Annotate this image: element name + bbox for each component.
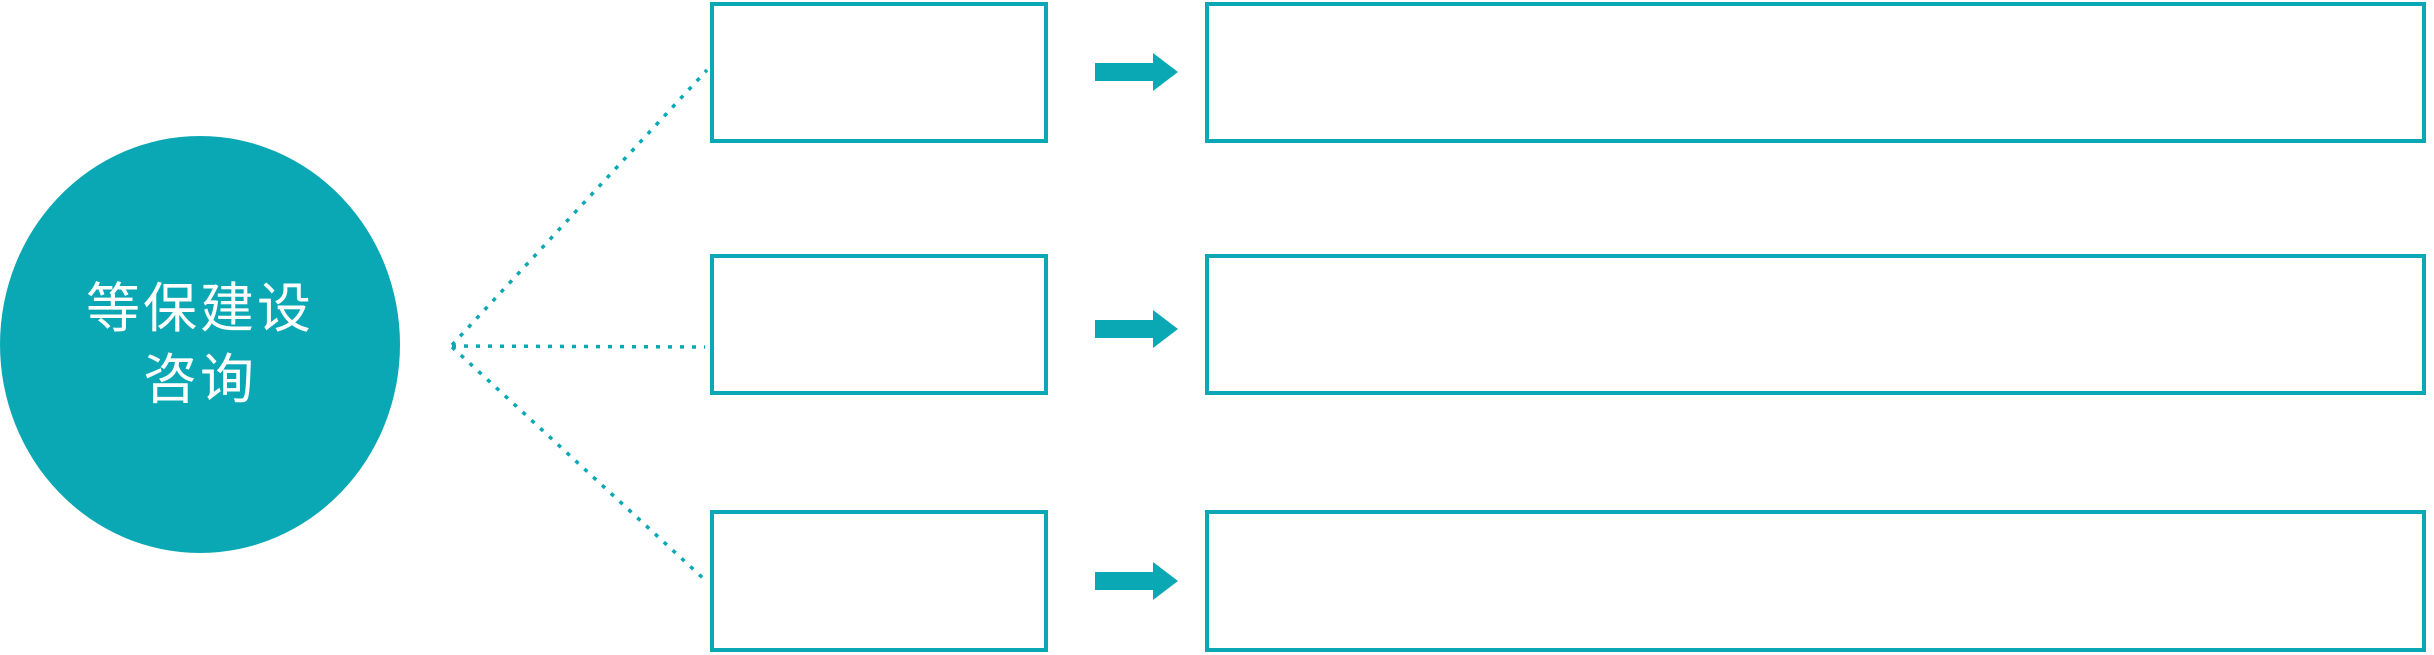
dotted-connector-bottom xyxy=(450,345,707,582)
arrow-right-icon xyxy=(1095,310,1178,348)
arrow-right-icon xyxy=(1095,53,1178,91)
large-box-2 xyxy=(1205,254,2426,395)
large-box-3 xyxy=(1205,510,2426,652)
dotted-connector-top xyxy=(450,68,709,347)
dotted-connector-middle xyxy=(451,344,706,349)
root-node-label-line1: 等保建设 xyxy=(86,279,314,340)
small-box-1 xyxy=(710,2,1048,143)
root-node-circle: 等保建设 咨询 xyxy=(0,136,400,553)
large-box-1 xyxy=(1205,2,2426,143)
root-node-label-line2: 咨询 xyxy=(143,349,257,410)
arrow-right-icon xyxy=(1095,562,1178,600)
small-box-3 xyxy=(710,510,1048,652)
small-box-2 xyxy=(710,254,1048,395)
